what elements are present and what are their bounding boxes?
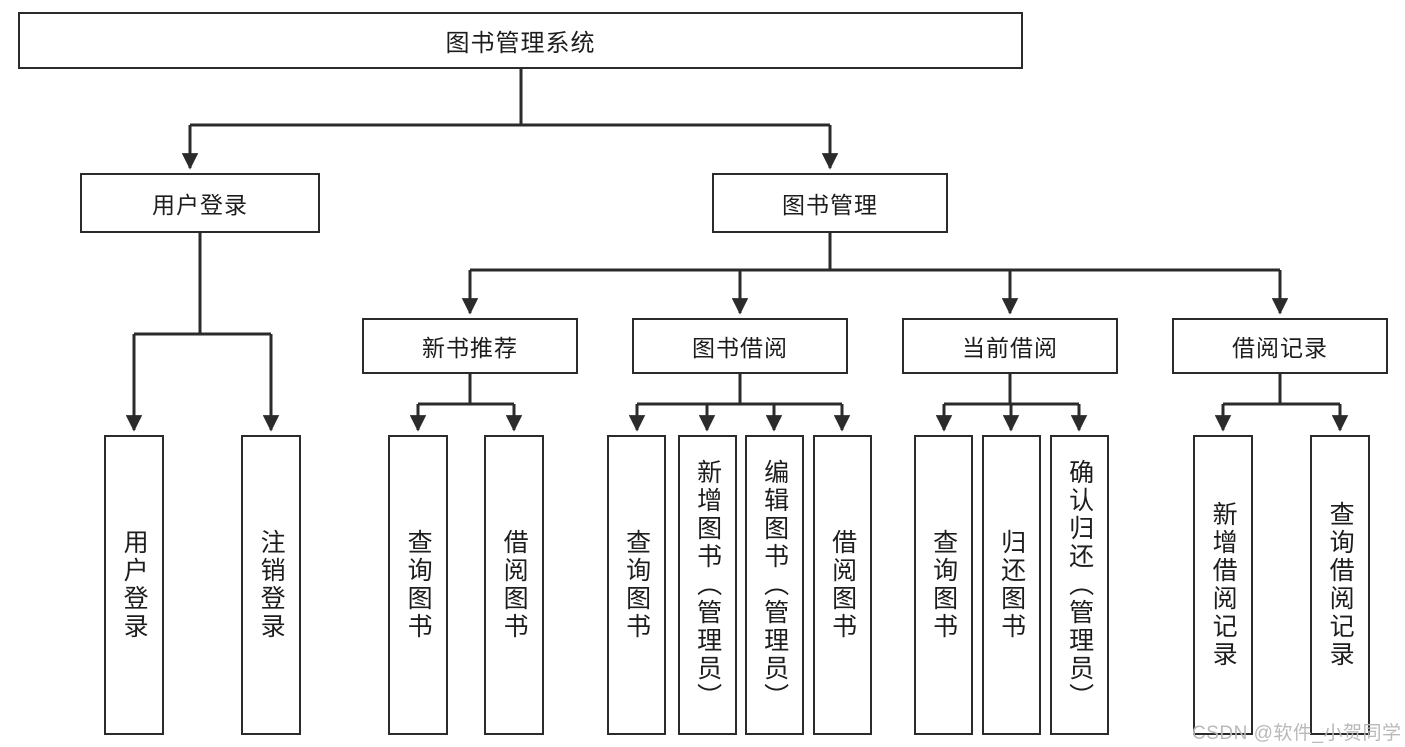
node-leaf-logout-label: 注销登录 <box>257 529 286 641</box>
node-new-book-recommend[interactable]: 新书推荐 <box>362 318 578 374</box>
node-leaf-query-book-borrow[interactable]: 查询图书 <box>607 435 666 735</box>
node-book-borrow-label: 图书借阅 <box>692 335 788 361</box>
node-leaf-return-book[interactable]: 归还图书 <box>982 435 1041 735</box>
node-leaf-confirm-return-admin-label: 确认归还（管理员） <box>1065 459 1094 711</box>
csdn-watermark: CSDN @软件_小贺同学 <box>1192 723 1402 744</box>
node-leaf-borrow-book[interactable]: 借阅图书 <box>813 435 872 735</box>
node-leaf-add-book-admin-label: 新增图书（管理员） <box>693 459 722 711</box>
node-book-borrow[interactable]: 图书借阅 <box>632 318 848 374</box>
node-leaf-edit-book-admin[interactable]: 编辑图书（管理员） <box>745 435 804 735</box>
node-leaf-add-book-admin[interactable]: 新增图书（管理员） <box>678 435 737 735</box>
node-user-login-label: 用户登录 <box>152 192 248 218</box>
node-leaf-borrow-book-label: 借阅图书 <box>828 529 857 641</box>
node-leaf-query-book-cur[interactable]: 查询图书 <box>914 435 973 735</box>
node-borrow-record-label: 借阅记录 <box>1232 335 1328 361</box>
node-root[interactable]: 图书管理系统 <box>18 12 1023 69</box>
node-leaf-add-borrow-record-label: 新增借阅记录 <box>1209 501 1238 669</box>
node-new-book-recommend-label: 新书推荐 <box>422 335 518 361</box>
node-borrow-record[interactable]: 借阅记录 <box>1172 318 1388 374</box>
node-leaf-query-borrow-record-label: 查询借阅记录 <box>1326 501 1355 669</box>
node-current-borrow[interactable]: 当前借阅 <box>902 318 1118 374</box>
node-book-manage-label: 图书管理 <box>782 192 878 218</box>
node-leaf-add-borrow-record[interactable]: 新增借阅记录 <box>1193 435 1253 735</box>
node-book-manage[interactable]: 图书管理 <box>712 173 948 233</box>
node-root-label: 图书管理系统 <box>445 30 596 57</box>
node-leaf-query-borrow-record[interactable]: 查询借阅记录 <box>1310 435 1370 735</box>
node-leaf-query-book-borrow-label: 查询图书 <box>622 529 651 641</box>
node-leaf-borrow-book-rec-label: 借阅图书 <box>500 529 529 641</box>
node-leaf-logout[interactable]: 注销登录 <box>241 435 301 735</box>
node-leaf-query-book-rec[interactable]: 查询图书 <box>388 435 448 735</box>
node-leaf-edit-book-admin-label: 编辑图书（管理员） <box>760 459 789 711</box>
node-leaf-confirm-return-admin[interactable]: 确认归还（管理员） <box>1050 435 1109 735</box>
node-user-login[interactable]: 用户登录 <box>80 173 320 233</box>
node-leaf-return-book-label: 归还图书 <box>997 529 1026 641</box>
node-leaf-borrow-book-rec[interactable]: 借阅图书 <box>484 435 544 735</box>
node-current-borrow-label: 当前借阅 <box>962 335 1058 361</box>
node-leaf-user-login[interactable]: 用户登录 <box>104 435 164 735</box>
node-leaf-query-book-cur-label: 查询图书 <box>929 529 958 641</box>
node-leaf-user-login-label: 用户登录 <box>120 529 149 641</box>
node-leaf-query-book-rec-label: 查询图书 <box>404 529 433 641</box>
